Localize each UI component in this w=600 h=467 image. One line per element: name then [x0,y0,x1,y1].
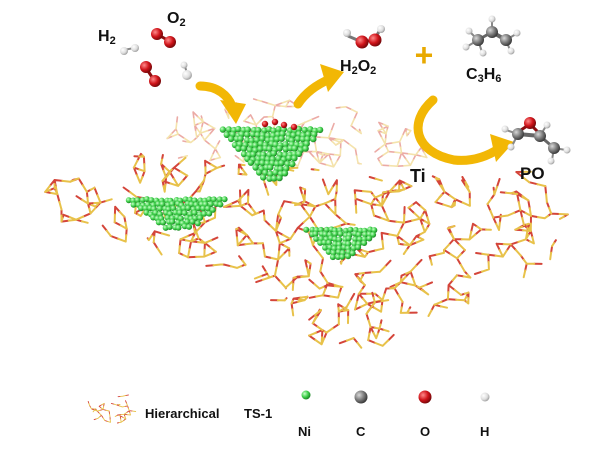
label-o2: O2 [167,10,186,29]
arrow-ti-icon [413,95,505,165]
c3h6-molecule-icon [462,15,521,57]
legend-support-icon [87,394,137,424]
arrow-ti-head-icon [490,134,514,162]
legend-h-icon [480,392,490,402]
arrow-out-head-icon [320,64,344,92]
label-po: PO [520,164,545,183]
label-c3h6: C3H6 [466,66,502,85]
legend-ni-icon [301,390,311,400]
ni-particle-left [125,196,228,231]
h2-molecule-icon-2 [180,61,192,80]
ni-particle-right [303,226,378,261]
legend-ni-label: Ni [298,424,311,439]
legend-support-name: TS-1 [244,406,273,421]
label-h2o2: H2O2 [340,58,377,77]
legend-c-icon [354,390,368,404]
legend-support-label: Hierarchical [145,406,220,421]
legend-h-label: H [480,424,490,439]
o2-molecule-icon-2 [140,61,161,87]
legend-c-label: C [356,424,366,439]
ni-particle-top [219,118,324,182]
arrow-in-head-icon [220,100,246,124]
label-h2: H2 [98,28,116,47]
po-molecule-icon [501,117,571,165]
ts1-framework-front [44,152,569,349]
legend-o-label: O [420,424,431,439]
h2o2-molecule-icon [343,25,385,49]
o2-molecule-icon [151,28,176,48]
plus-sign: + [415,37,434,73]
arrow-out-icon [293,74,335,109]
legend-o-icon [418,390,432,404]
label-ti-site: Ti [410,166,426,186]
h2-molecule-icon [120,44,139,55]
